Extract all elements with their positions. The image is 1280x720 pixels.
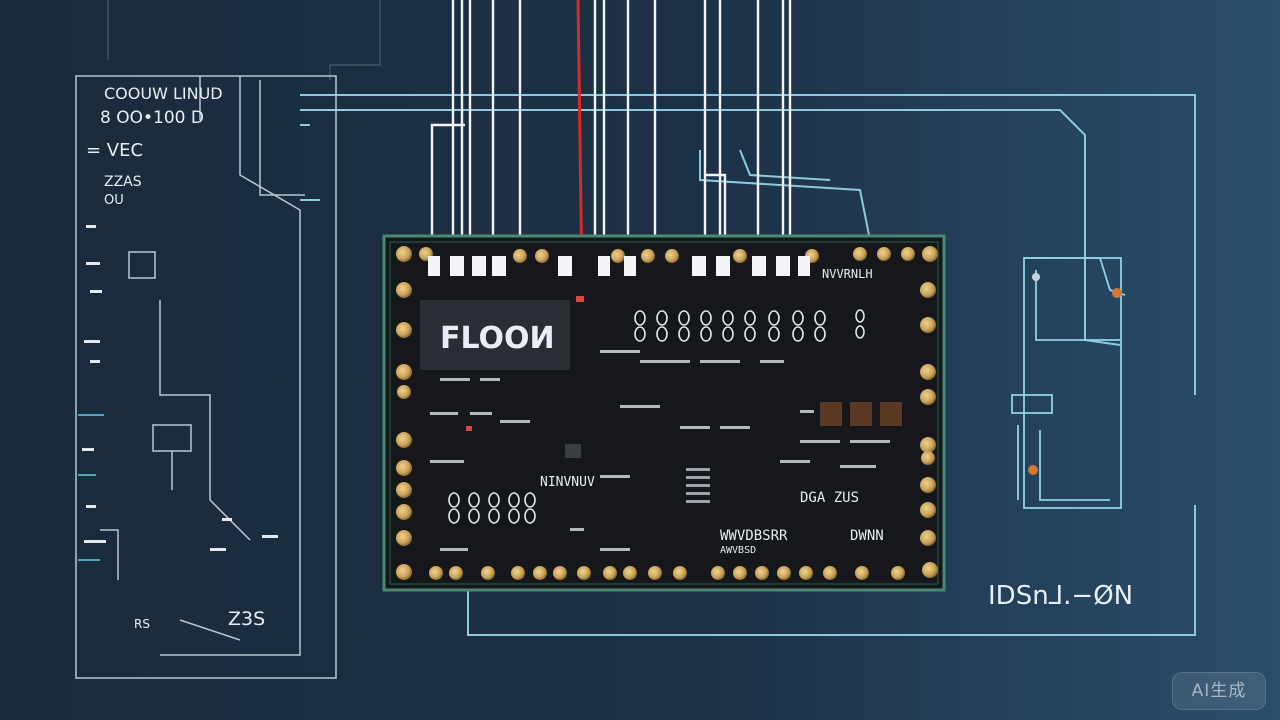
svg-text:DGA ZUS: DGA ZUS [800, 490, 859, 506]
pad-row-top [396, 246, 938, 263]
svg-text:DWNN: DWNN [850, 528, 884, 544]
white-wires [430, 0, 792, 262]
pad-column-left [396, 282, 412, 546]
board-display [420, 300, 570, 370]
svg-text:NINVNUV: NINVNUV [540, 475, 595, 490]
svg-text:WWVDBSRR: WWVDBSRR [720, 528, 788, 544]
ai-generated-badge: AI生成 [1172, 672, 1266, 710]
svg-text:OU: OU [104, 193, 124, 208]
svg-text:ZZAS: ZZAS [104, 174, 142, 190]
svg-text:NVVRNLH: NVVRNLH [822, 267, 873, 281]
cyan-traces [300, 94, 1196, 636]
right-label: IDSn⅃.−ØN [988, 581, 1133, 611]
digit-cluster-top [634, 309, 865, 342]
left-schematic [75, 75, 337, 679]
pad-row-bottom [396, 562, 938, 580]
pad-column-right [920, 282, 936, 546]
svg-text:FLOOИ: FLOOИ [440, 321, 555, 356]
svg-text:RS: RS [134, 617, 150, 631]
svg-text:COOUW LINUD: COOUW LINUD [104, 84, 223, 103]
left-panel-text: COOUW LINUD 8 OO•100 D = VEC ZZAS OU Z3S… [86, 84, 265, 631]
svg-text:= VEC: = VEC [86, 140, 143, 161]
svg-text:8 OO•100 D: 8 OO•100 D [100, 108, 204, 128]
svg-text:Z3S: Z3S [228, 608, 265, 630]
digit-cluster-bottom [448, 492, 536, 524]
svg-text:AWVBSD: AWVBSD [720, 545, 756, 556]
connector-blocks [428, 256, 810, 276]
